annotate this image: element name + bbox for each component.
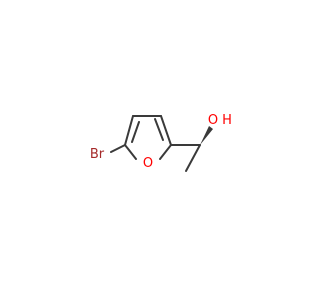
atom-label-hydroxyl-oxygen: O (208, 113, 218, 128)
bond-c4-c5 (124, 115, 134, 146)
bond-o1-c2 (159, 144, 172, 160)
bond-c2-c3-inner (154, 118, 164, 141)
atom-label-hydroxyl-hydrogen: H (222, 113, 232, 128)
bond-c5-br (110, 144, 126, 153)
bond-chiral-methyl (185, 144, 201, 172)
wedge-bond-chiral-oh (200, 126, 213, 145)
bond-c4-c5-inner (131, 121, 140, 143)
bond-c5-o1 (124, 144, 137, 160)
bond-c2-c3 (160, 115, 172, 146)
atom-label-ring-oxygen: O (143, 156, 153, 171)
atom-label-br: Br (90, 147, 105, 162)
molecule-structure: Br O O H (90, 113, 232, 172)
